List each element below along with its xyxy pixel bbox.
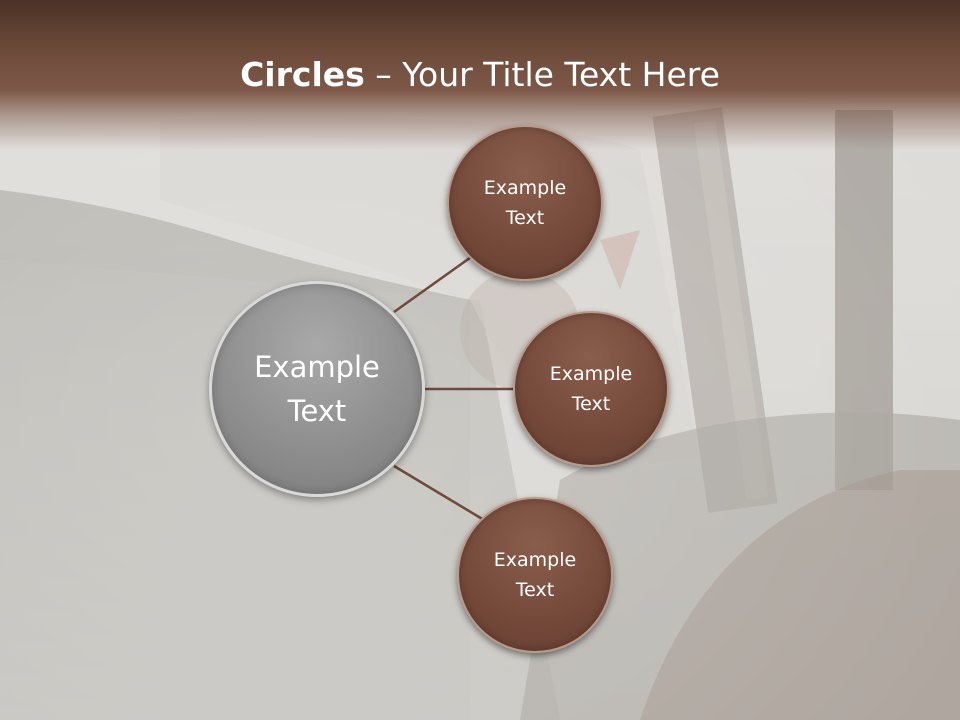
node-circle-2[interactable]: Example Text bbox=[513, 311, 669, 467]
title-band bbox=[0, 0, 960, 150]
title-rest: – Your Title Text Here bbox=[364, 55, 720, 94]
node-1-line-2: Text bbox=[505, 207, 545, 229]
center-line-1: Example bbox=[254, 350, 380, 384]
center-circle[interactable]: Example Text bbox=[209, 281, 425, 497]
slide-title[interactable]: Circles – Your Title Text Here bbox=[0, 52, 960, 98]
node-circle-3[interactable]: Example Text bbox=[457, 497, 613, 653]
node-1-text: Example Text bbox=[484, 173, 566, 233]
center-line-2: Text bbox=[287, 394, 347, 428]
node-2-line-1: Example bbox=[549, 363, 633, 385]
node-1-line-1: Example bbox=[483, 177, 567, 199]
node-3-line-1: Example bbox=[493, 549, 577, 571]
connector-to-node-1 bbox=[393, 253, 475, 314]
center-circle-text: Example Text bbox=[254, 345, 380, 433]
node-2-line-2: Text bbox=[571, 393, 611, 415]
title-bold: Circles bbox=[240, 55, 365, 94]
node-circle-1[interactable]: Example Text bbox=[447, 125, 603, 281]
node-2-text: Example Text bbox=[550, 359, 632, 419]
node-3-text: Example Text bbox=[494, 545, 576, 605]
connector-to-node-3 bbox=[393, 464, 485, 522]
node-3-line-2: Text bbox=[515, 579, 555, 601]
